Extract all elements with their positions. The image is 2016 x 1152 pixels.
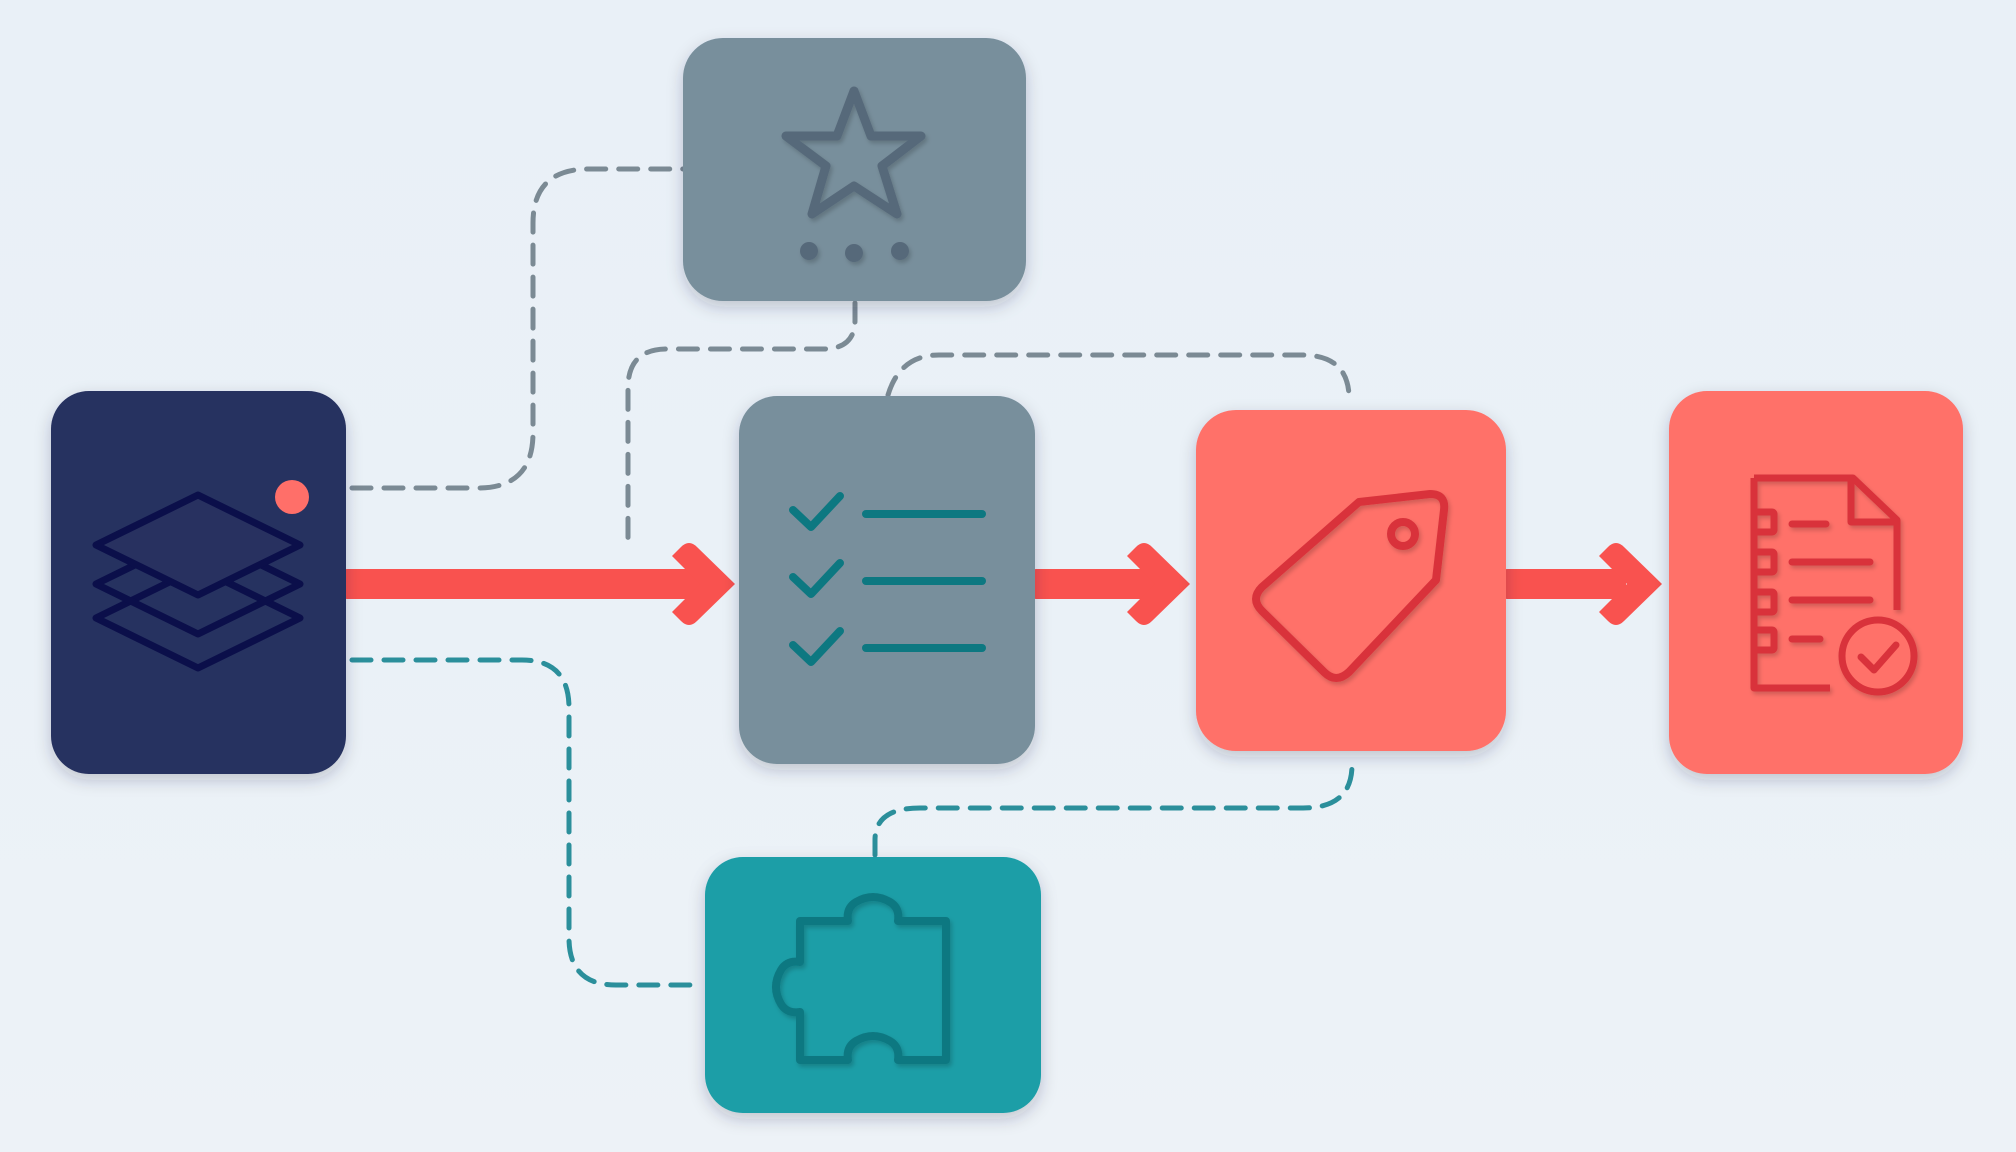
layers-icon [92, 491, 304, 672]
dashed-link-integration-tagging [872, 762, 1355, 858]
check-badge-icon [1838, 616, 1918, 696]
node-source[interactable] [51, 391, 346, 774]
dots-icon [800, 242, 909, 262]
checklist-icon [789, 492, 986, 666]
dashed-link-featured-checklist [625, 300, 858, 553]
arrow-checklist-to-tagging [1034, 543, 1190, 625]
notification-dot [275, 480, 309, 514]
node-integration[interactable] [705, 857, 1041, 1113]
star-icon [781, 86, 926, 262]
arrow-source-to-checklist [345, 543, 735, 625]
dashed-link-source-featured [349, 166, 686, 491]
dashed-link-checklist-tagging [885, 352, 1352, 398]
approved-document-icon [1750, 474, 1918, 696]
node-featured[interactable] [683, 38, 1026, 301]
main-flow-arrows [345, 543, 1662, 625]
arrow-tagging-to-report [1505, 543, 1662, 625]
puzzle-icon [772, 893, 950, 1064]
node-checklist[interactable] [739, 396, 1035, 764]
dashed-link-source-integration [349, 657, 705, 988]
tag-icon [1252, 490, 1449, 682]
node-tagging[interactable] [1196, 410, 1506, 751]
node-report[interactable] [1669, 391, 1963, 774]
dashed-connectors [349, 166, 1355, 988]
